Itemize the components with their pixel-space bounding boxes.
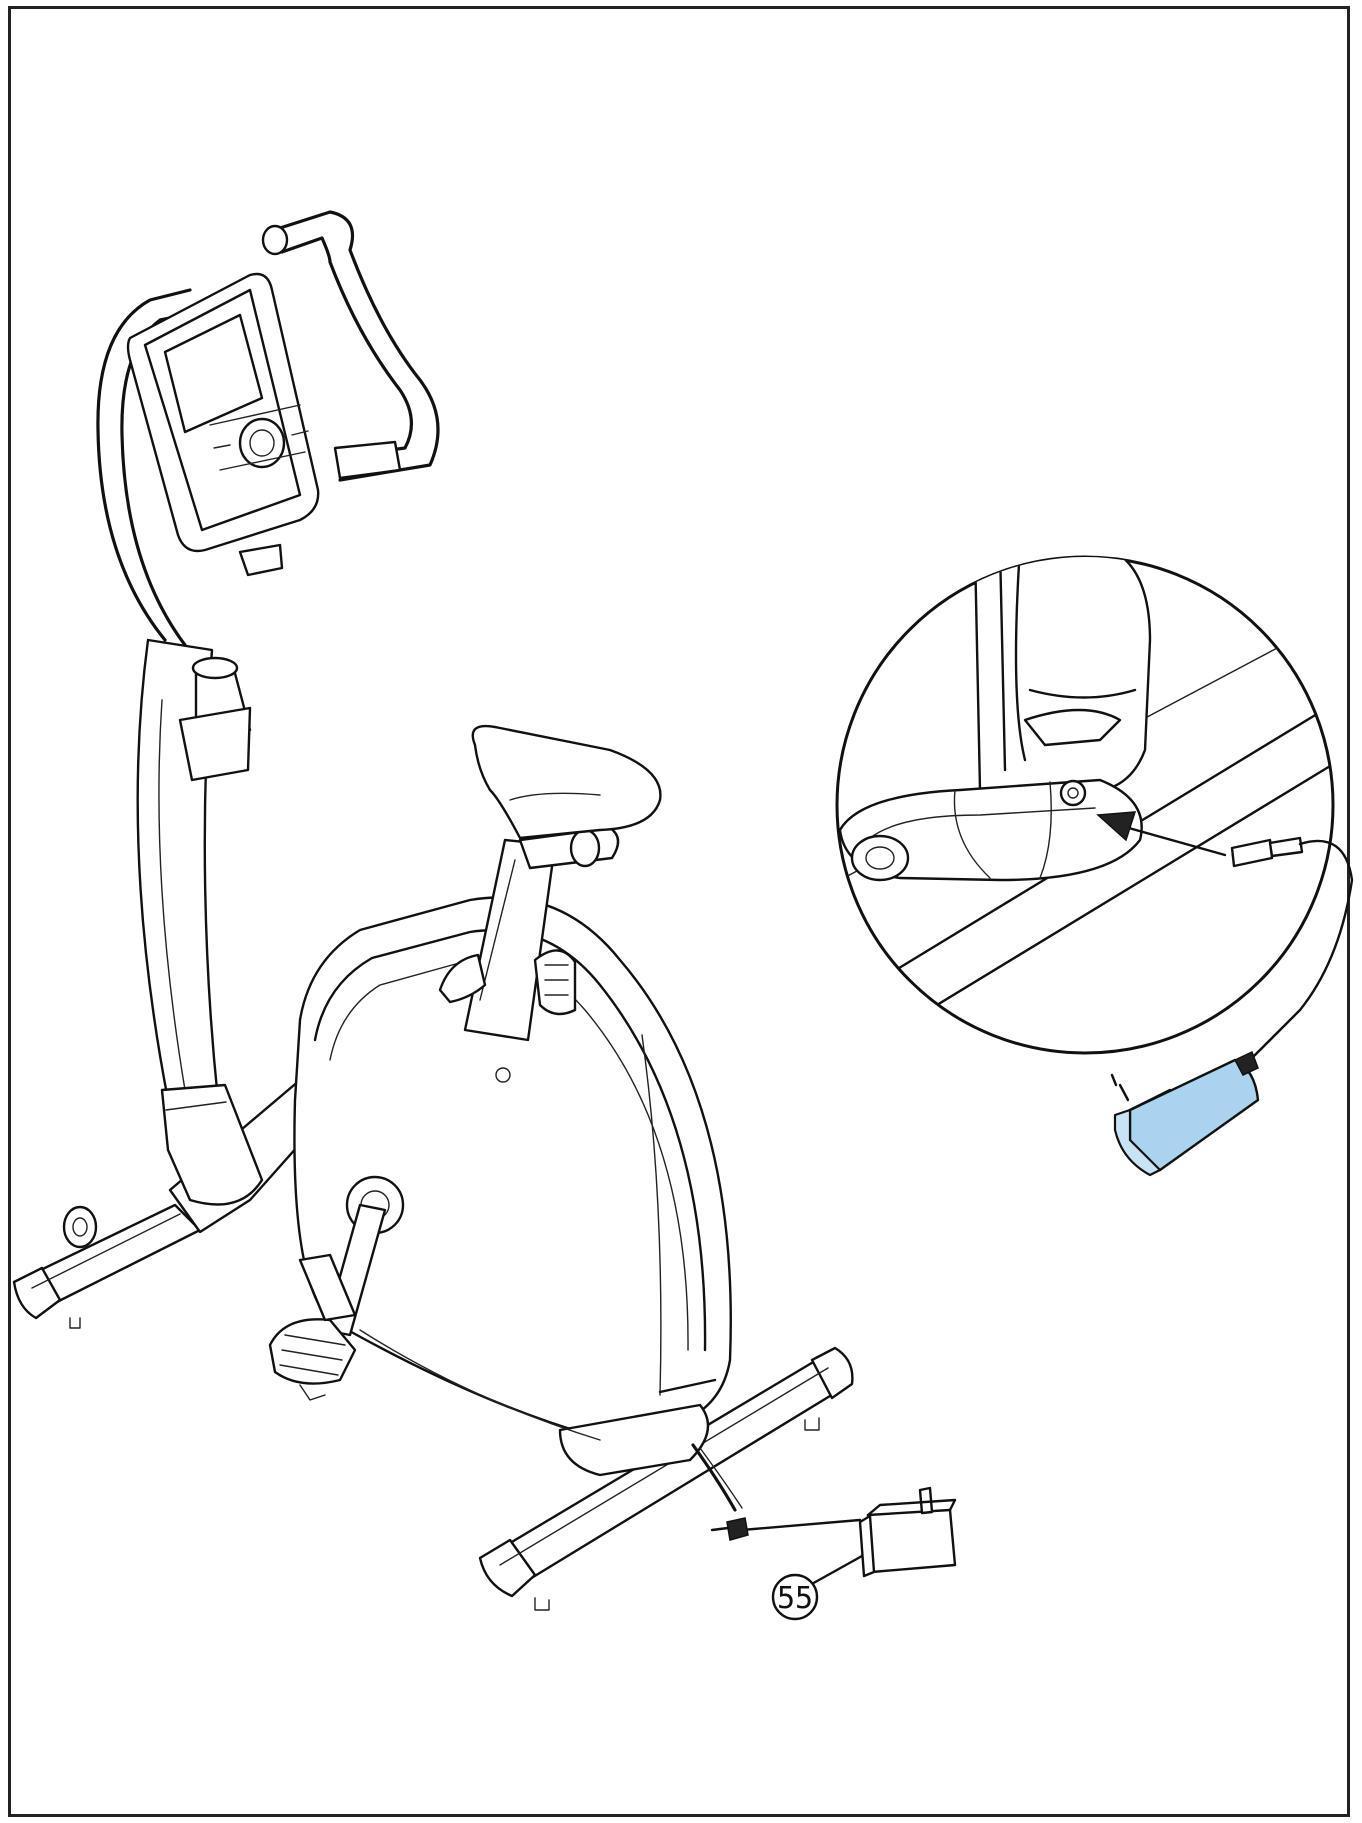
- console-knob: [238, 417, 286, 469]
- crank-and-pedal: [268, 1175, 405, 1401]
- power-adapter-icon: [858, 1486, 957, 1578]
- power-cord: [691, 1443, 862, 1532]
- callout-leader: [808, 1554, 864, 1587]
- dc-socket-icon: [1059, 779, 1087, 807]
- detail-power-adapter-icon: [1110, 1050, 1260, 1177]
- exercise-bike-drawing: [12, 210, 862, 1611]
- detail-cord: [1248, 839, 1354, 1062]
- bottle-holder: [178, 656, 252, 782]
- seat-assembly: [438, 724, 662, 1042]
- pedal-right: [533, 949, 577, 1016]
- console-screen: [163, 313, 264, 434]
- callout-label: 55: [777, 1581, 813, 1616]
- console-display: [126, 272, 320, 577]
- dc-plug-icon: [710, 1517, 749, 1541]
- seat: [471, 724, 662, 840]
- front-stabilizer: [478, 1346, 854, 1611]
- belt-line: [359, 1329, 601, 1441]
- detail-magnifier-circle: [835, 555, 1335, 1055]
- diagram-frame: [8, 6, 1350, 1817]
- rear-stabilizer: [12, 1203, 202, 1329]
- handlebar: [96, 210, 440, 647]
- insertion-arrow-icon: [1096, 811, 1227, 857]
- callout-55: 55: [771, 1573, 819, 1621]
